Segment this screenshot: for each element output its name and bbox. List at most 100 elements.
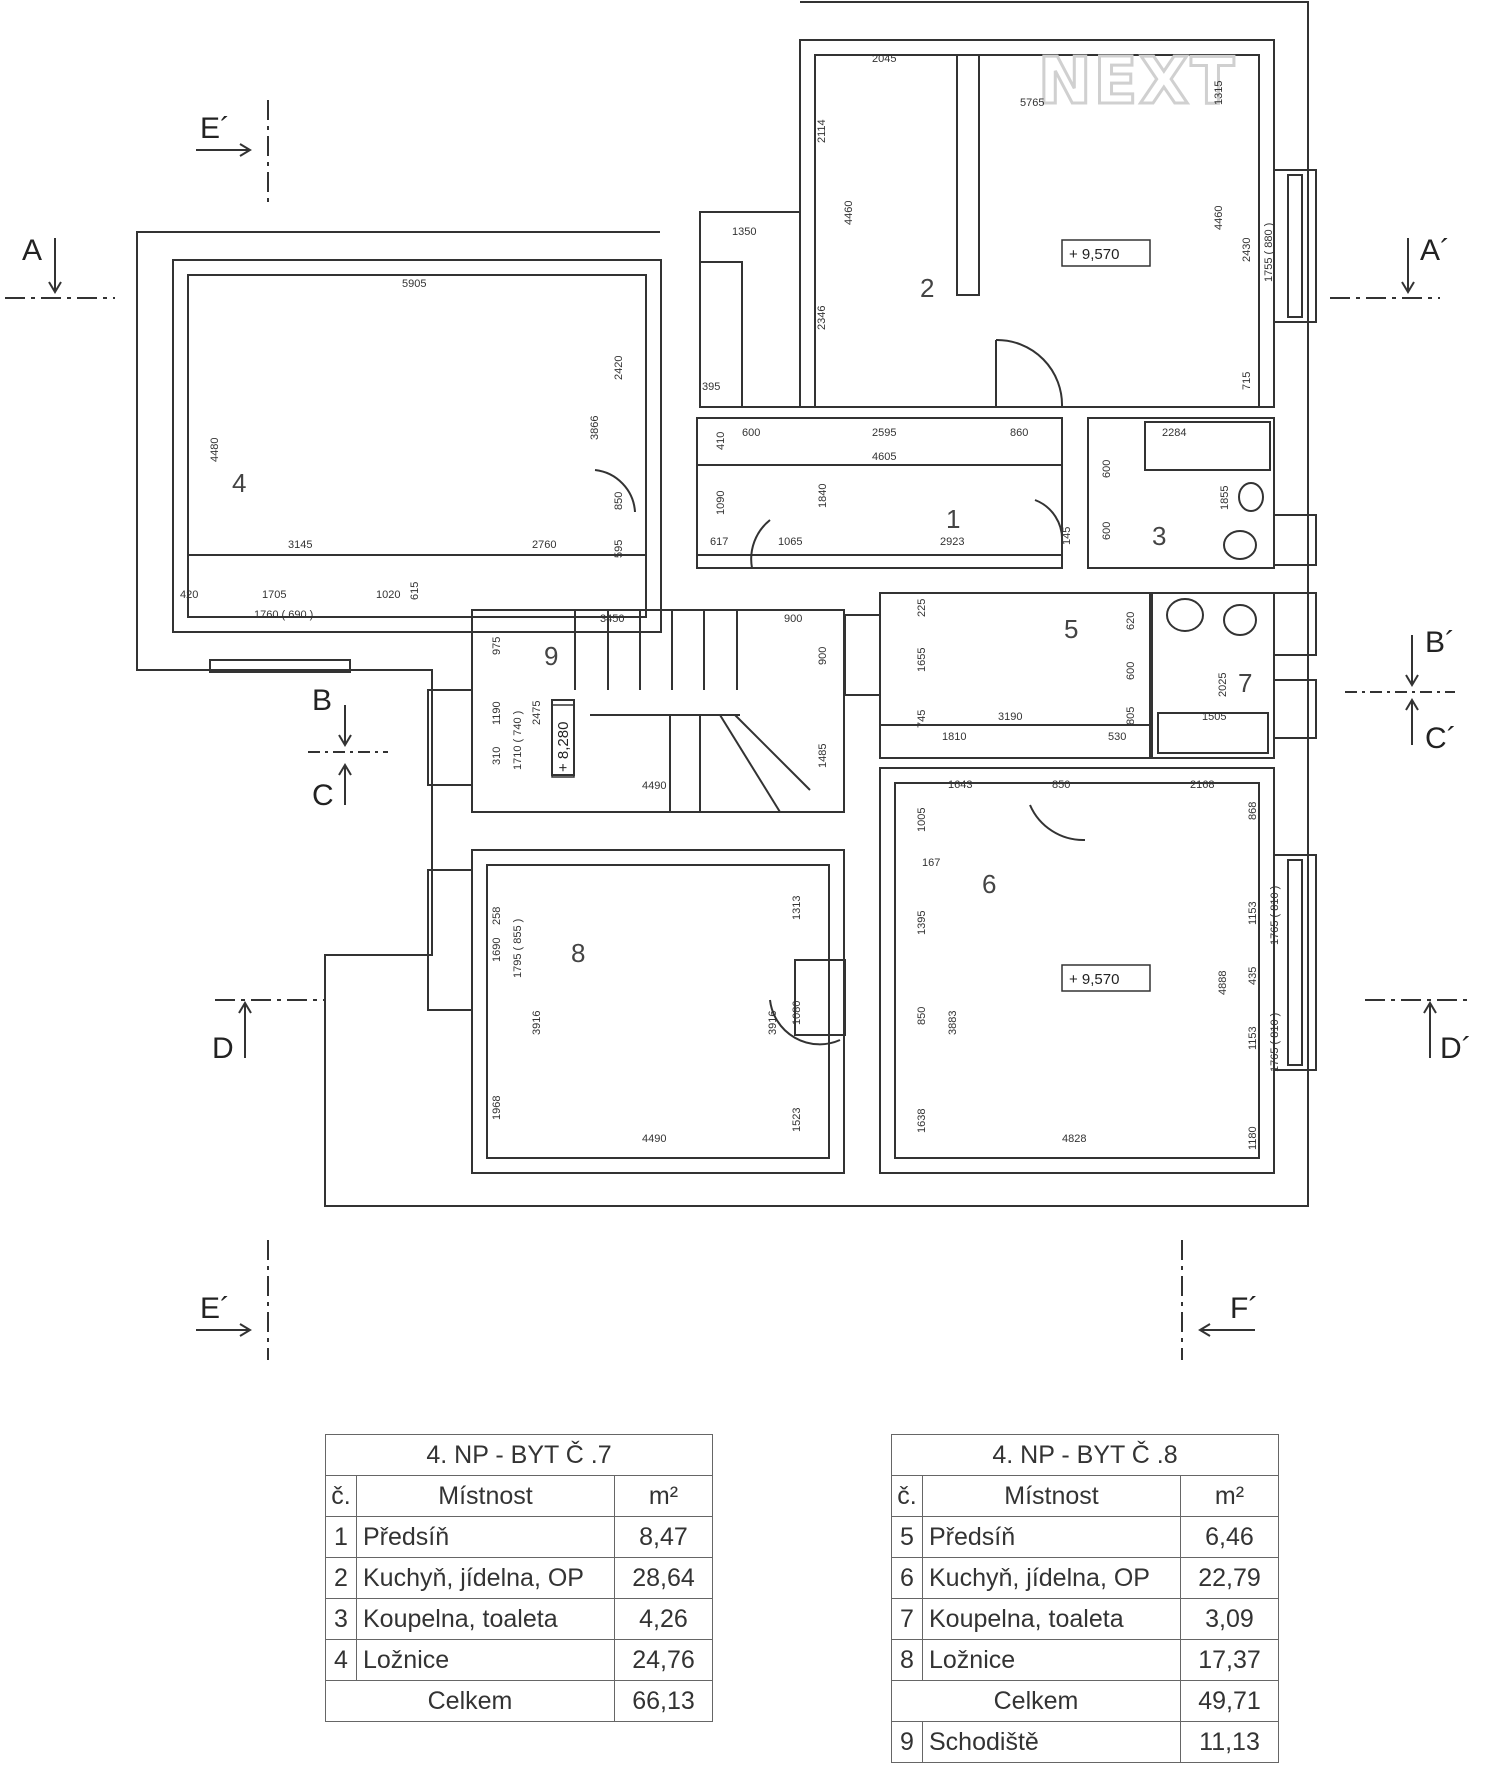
- dim-label: 2045: [872, 53, 896, 65]
- section-label-d-right: D´: [1440, 1032, 1472, 1065]
- header-num: č.: [891, 1475, 923, 1517]
- level-marker-kitchen-7: + 9,570: [1069, 246, 1119, 263]
- room-number-5: 5: [1064, 614, 1078, 644]
- dim-label: 2420: [613, 356, 625, 380]
- level-marker-kitchen-8: + 9,570: [1069, 971, 1119, 988]
- dimension-labels-vertical: 2114 4460 2346 1315 4460 2430 1755 ( 880…: [209, 81, 1281, 1150]
- table-row: 6 Kuchyň, jídelna, OP 22,79: [891, 1557, 1279, 1599]
- section-label-c-right: C´: [1425, 722, 1457, 755]
- dim-label: 1705: [262, 589, 286, 601]
- dim-label: 1395: [916, 911, 928, 935]
- dim-label: 5765: [1020, 97, 1044, 109]
- table-caption: 4. NP - BYT Č .8: [891, 1434, 1279, 1476]
- table-row: 9 Schodiště 11,13: [891, 1721, 1279, 1763]
- dim-label: 850: [613, 492, 625, 510]
- dim-label: 1485: [817, 744, 829, 768]
- dim-label: 2430: [1241, 238, 1253, 262]
- dim-label: 310: [491, 747, 503, 765]
- dim-label: 1765 ( 810 ): [1269, 886, 1281, 945]
- row-num: 3: [325, 1598, 357, 1640]
- row-name: Koupelna, toaleta: [922, 1598, 1181, 1640]
- table-row: 8 Ložnice 17,37: [891, 1639, 1279, 1681]
- dim-label: 4460: [843, 201, 855, 225]
- room-table-byt-7: 4. NP - BYT Č .7 č. Místnost m² 1 Předsí…: [325, 1434, 713, 1722]
- table-row: 4 Ložnice 24,76: [325, 1639, 713, 1681]
- dim-label: 4888: [1217, 971, 1229, 995]
- room-number-7: 7: [1238, 668, 1252, 698]
- table-row: 2 Kuchyň, jídelna, OP 28,64: [325, 1557, 713, 1599]
- row-area: 22,79: [1180, 1557, 1279, 1599]
- dim-label: 868: [1247, 802, 1259, 820]
- row-area: 3,09: [1180, 1598, 1279, 1640]
- dim-label: 410: [715, 432, 727, 450]
- next-logo: NEXT: [1038, 45, 1236, 119]
- table-row: 7 Koupelna, toaleta 3,09: [891, 1598, 1279, 1640]
- section-markers: [5, 100, 1470, 1360]
- section-label-a-left: A: [22, 234, 42, 267]
- row-name: Ložnice: [356, 1639, 615, 1681]
- table-total-row: Celkem 66,13: [325, 1680, 713, 1722]
- section-label-b-left: B: [312, 684, 332, 717]
- dim-label: 2760: [532, 539, 556, 551]
- dim-label: 1638: [916, 1109, 928, 1133]
- dim-label: 2595: [872, 427, 896, 439]
- dim-label: 258: [491, 907, 503, 925]
- dim-label: 1065: [778, 536, 802, 548]
- dim-label: 860: [1010, 427, 1028, 439]
- dim-label: 3450: [600, 613, 624, 625]
- section-label-e-bottom: E´: [200, 1292, 230, 1325]
- total-area: 66,13: [614, 1680, 713, 1722]
- total-label: Celkem: [891, 1680, 1181, 1722]
- row-name: Ložnice: [922, 1639, 1181, 1681]
- header-area: m²: [614, 1475, 713, 1517]
- dim-label: 1968: [491, 1096, 503, 1120]
- row-num: 5: [891, 1516, 923, 1558]
- dim-label: 715: [1241, 372, 1253, 390]
- dim-label: 435: [1247, 967, 1259, 985]
- table-row: 1 Předsíň 8,47: [325, 1516, 713, 1558]
- table-total-row: Celkem 49,71: [891, 1680, 1279, 1722]
- dim-label: 1760 ( 690 ): [254, 609, 313, 621]
- dim-label: 600: [1125, 662, 1137, 680]
- dim-label: 530: [1108, 731, 1126, 743]
- row-area: 4,26: [614, 1598, 713, 1640]
- room-number-8: 8: [571, 938, 585, 968]
- dim-label: 2346: [816, 306, 828, 330]
- table-row: 3 Koupelna, toaleta 4,26: [325, 1598, 713, 1640]
- dim-label: 900: [784, 613, 802, 625]
- dim-label: 3916: [531, 1011, 543, 1035]
- dim-label: 3190: [998, 711, 1022, 723]
- row-num: 9: [891, 1721, 923, 1763]
- dim-label: 225: [916, 599, 928, 617]
- dim-label: 395: [702, 381, 720, 393]
- row-name: Koupelna, toaleta: [356, 1598, 615, 1640]
- dim-label: 420: [180, 589, 198, 601]
- row-name: Kuchyň, jídelna, OP: [356, 1557, 615, 1599]
- dim-label: 1810: [942, 731, 966, 743]
- dim-label: 4605: [872, 451, 896, 463]
- dim-label: 4480: [209, 438, 221, 462]
- dim-label: 3883: [947, 1011, 959, 1035]
- dim-label: 2284: [1162, 427, 1186, 439]
- dim-label: 1710 ( 740 ): [512, 711, 524, 770]
- table-row: 5 Předsíň 6,46: [891, 1516, 1279, 1558]
- room-table-byt-8: 4. NP - BYT Č .8 č. Místnost m² 5 Předsí…: [891, 1434, 1279, 1763]
- dim-label: 4490: [642, 780, 666, 792]
- dim-label: 1315: [1213, 81, 1225, 105]
- row-num: 7: [891, 1598, 923, 1640]
- row-area: 6,46: [1180, 1516, 1279, 1558]
- dim-label: 595: [613, 540, 625, 558]
- room-number-6: 6: [982, 869, 996, 899]
- row-area: 28,64: [614, 1557, 713, 1599]
- dim-label: 1505: [1202, 711, 1226, 723]
- level-marker-stair: + 8,280: [555, 722, 572, 772]
- dim-label: 617: [710, 536, 728, 548]
- dim-label: 805: [1125, 707, 1137, 725]
- section-label-e-top: E´: [200, 112, 230, 145]
- dim-label: 4490: [642, 1133, 666, 1145]
- row-area: 8,47: [614, 1516, 713, 1558]
- dim-label: 5905: [402, 278, 426, 290]
- dim-label: 167: [922, 857, 940, 869]
- header-area: m²: [1180, 1475, 1279, 1517]
- dim-label: 3145: [288, 539, 312, 551]
